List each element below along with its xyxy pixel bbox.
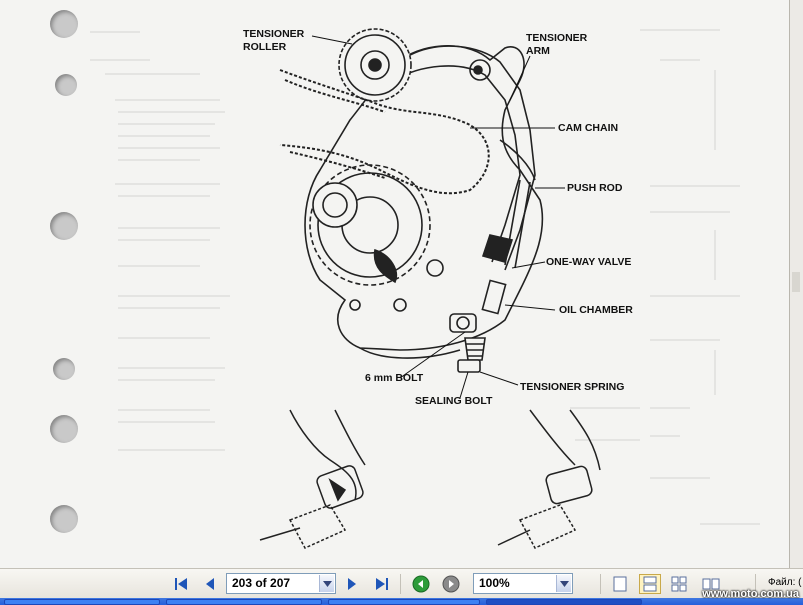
prev-page-button[interactable] bbox=[201, 574, 219, 594]
taskbar-item-active[interactable] bbox=[486, 599, 642, 605]
label-oil-chamber: OIL CHAMBER bbox=[559, 304, 633, 316]
file-label: Файл: ( bbox=[768, 577, 802, 588]
toolbar-separator bbox=[600, 574, 601, 594]
cam-chain bbox=[279, 69, 490, 195]
document-viewer[interactable]: TENSIONER ROLLER TENSIONER ARM CAM CHAIN… bbox=[0, 0, 803, 568]
leader-lines bbox=[311, 35, 565, 399]
chevron-down-icon bbox=[559, 580, 569, 587]
binder-hole-6 bbox=[50, 505, 78, 533]
zoom-dropdown-button[interactable] bbox=[556, 575, 571, 592]
label-push-rod: PUSH ROD bbox=[567, 182, 623, 194]
forward-button[interactable] bbox=[441, 574, 461, 594]
binder-hole-1 bbox=[50, 10, 78, 38]
label-tensioner-arm-1: TENSIONER bbox=[526, 32, 588, 44]
zoom-value: 100% bbox=[479, 576, 510, 590]
label-cam-chain: CAM CHAIN bbox=[558, 122, 618, 134]
taskbar bbox=[0, 598, 803, 605]
taskbar-item[interactable] bbox=[328, 599, 480, 605]
facing-icon bbox=[702, 578, 720, 590]
scrollbar-thumb[interactable] bbox=[792, 272, 800, 292]
page-number-field[interactable]: 203 of 207 bbox=[226, 573, 336, 594]
label-6mm-bolt: 6 mm BOLT bbox=[365, 372, 424, 384]
vertical-scrollbar[interactable] bbox=[789, 0, 803, 568]
continuous-button[interactable] bbox=[639, 574, 661, 594]
continuous-facing-icon bbox=[671, 576, 687, 592]
engine-diagram: TENSIONER ROLLER TENSIONER ARM CAM CHAIN… bbox=[90, 28, 760, 549]
binder-hole-3 bbox=[50, 212, 78, 240]
label-tensioner-spring: TENSIONER SPRING bbox=[520, 381, 624, 393]
taskbar-item[interactable] bbox=[4, 599, 160, 605]
push-rod bbox=[504, 179, 531, 269]
binder-hole-5 bbox=[50, 415, 78, 443]
label-tensioner-roller-2: ROLLER bbox=[243, 41, 287, 53]
engine-housing bbox=[304, 45, 544, 359]
page-dropdown-button[interactable] bbox=[319, 575, 334, 592]
tensioner-roller bbox=[338, 28, 412, 102]
bleed-through-text bbox=[90, 29, 760, 525]
label-one-way-valve: ONE-WAY VALVE bbox=[546, 256, 631, 268]
zoom-field[interactable]: 100% bbox=[473, 573, 573, 594]
last-page-button[interactable] bbox=[372, 574, 392, 594]
next-page-button[interactable] bbox=[343, 574, 361, 594]
label-sealing-bolt: SEALING BOLT bbox=[415, 395, 493, 407]
cam-sprocket bbox=[309, 164, 431, 286]
chevron-down-icon bbox=[322, 580, 332, 587]
back-icon bbox=[412, 575, 430, 593]
continuous-facing-button[interactable] bbox=[669, 574, 689, 594]
pdf-toolbar: 203 of 207 100% Файл: ( bbox=[0, 568, 803, 599]
prev-page-icon bbox=[206, 578, 214, 590]
taskbar-item[interactable] bbox=[166, 599, 322, 605]
facing-button[interactable] bbox=[700, 574, 722, 594]
toolbar-separator bbox=[400, 574, 401, 594]
label-tensioner-roller-1: TENSIONER bbox=[243, 28, 305, 40]
continuous-icon bbox=[643, 576, 657, 592]
toolbar-separator bbox=[755, 574, 756, 594]
last-page-icon bbox=[376, 578, 388, 590]
binder-hole-2 bbox=[55, 74, 77, 96]
page-number-text: 203 of 207 bbox=[232, 576, 291, 590]
forward-icon bbox=[442, 575, 460, 593]
first-page-button[interactable] bbox=[172, 574, 190, 594]
binder-hole-4 bbox=[53, 358, 75, 380]
single-page-icon bbox=[613, 576, 627, 592]
document-page: TENSIONER ROLLER TENSIONER ARM CAM CHAIN… bbox=[0, 0, 790, 568]
lower-figure bbox=[259, 409, 601, 549]
back-button[interactable] bbox=[411, 574, 431, 594]
next-page-icon bbox=[348, 578, 356, 590]
single-page-button[interactable] bbox=[610, 574, 630, 594]
tensioner-assembly bbox=[449, 234, 514, 373]
watermark: www.moto.com.ua bbox=[702, 588, 799, 600]
label-tensioner-arm-2: ARM bbox=[526, 45, 550, 57]
first-page-icon bbox=[175, 578, 187, 590]
